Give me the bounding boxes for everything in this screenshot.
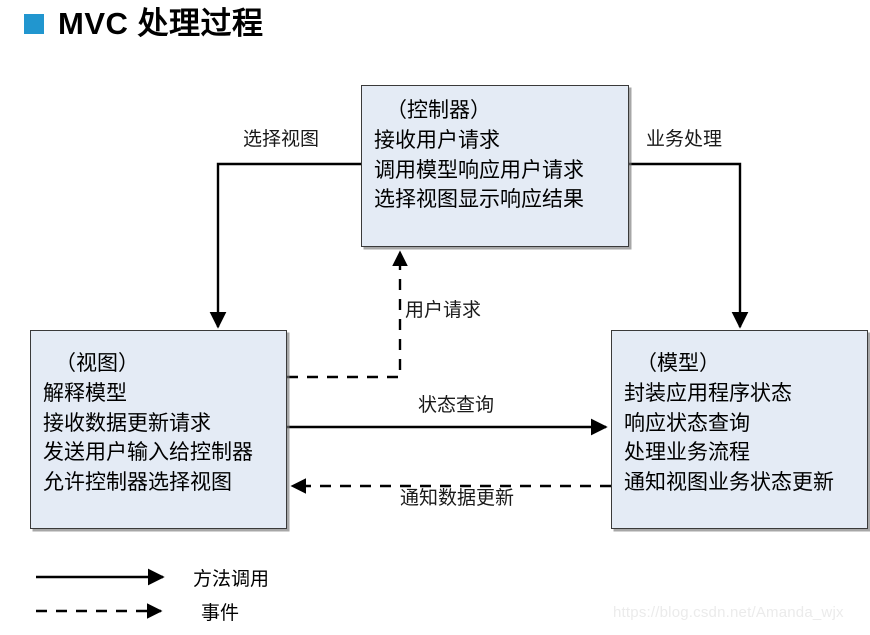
- node-view-line-1: 解释模型: [43, 380, 127, 405]
- legend-label-event: 事件: [201, 603, 240, 624]
- node-controller-line-0: （控制器）: [386, 98, 491, 122]
- legend-item-event: 事件: [33, 600, 333, 626]
- edge-label-user-request: 用户请求: [405, 300, 482, 321]
- node-model[interactable]: （模型） 封装应用程序状态 响应状态查询 处理业务流程 通知视图业务状态更新: [611, 330, 868, 529]
- node-view-line-2: 接收数据更新请求: [43, 410, 211, 435]
- edge-label-notify-data-update: 通知数据更新: [400, 488, 515, 509]
- legend-label-method-call: 方法调用: [193, 569, 270, 590]
- node-view-line-3: 发送用户输入给控制器: [43, 440, 253, 465]
- legend: 方法调用 事件: [33, 566, 333, 628]
- node-controller-line-2: 调用模型响应用户请求: [374, 157, 584, 182]
- node-view-line-0: （视图）: [55, 351, 139, 375]
- node-view-line-4: 允许控制器选择视图: [43, 470, 232, 495]
- watermark: https://blog.csdn.net/Amanda_wjx: [613, 604, 844, 621]
- node-controller-line-1: 接收用户请求: [374, 127, 500, 152]
- edge-user-request: [287, 250, 408, 379]
- legend-dashed-arrow-icon: [36, 603, 163, 619]
- node-model-line-0: （模型）: [636, 351, 720, 375]
- edge-label-business-process: 业务处理: [646, 129, 723, 150]
- node-view[interactable]: （视图） 解释模型 接收数据更新请求 发送用户输入给控制器 允许控制器选择视图: [30, 330, 287, 529]
- page-title: MVC 处理过程: [24, 8, 264, 39]
- node-model-line-1: 封装应用程序状态: [624, 380, 792, 405]
- edge-select-view: [209, 162, 361, 329]
- edge-business-process: [629, 162, 749, 329]
- node-controller-line-3: 选择视图显示响应结果: [374, 187, 584, 212]
- node-model-line-2: 响应状态查询: [624, 410, 750, 435]
- node-model-line-3: 处理业务流程: [624, 440, 750, 465]
- legend-solid-arrow-icon: [36, 568, 165, 586]
- edge-label-select-view: 选择视图: [243, 129, 320, 150]
- legend-item-method-call: 方法调用: [33, 566, 333, 592]
- node-controller[interactable]: （控制器） 接收用户请求 调用模型响应用户请求 选择视图显示响应结果: [361, 85, 629, 247]
- edge-label-state-query: 状态查询: [418, 395, 495, 416]
- page-title-text: MVC 处理过程: [58, 6, 264, 41]
- node-model-line-4: 通知视图业务状态更新: [624, 470, 834, 495]
- title-bullet-icon: [24, 13, 44, 34]
